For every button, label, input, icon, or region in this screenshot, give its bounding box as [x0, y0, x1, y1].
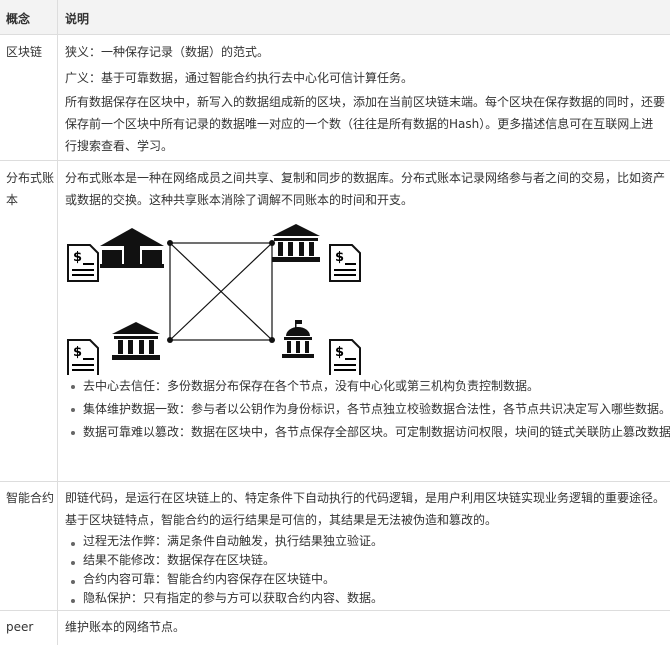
ledger-description: 分布式账本是一种在网络成员之间共享、复制和同步的数据库。分布式账本记录网络参与者… [65, 171, 666, 207]
list-item: 集体维护数据一致：参与者以公钥作为身份标识，各节点独立校验数据合法性，各节点共识… [71, 398, 670, 421]
document-dollar-icon: $ [329, 244, 361, 282]
term-blockchain: 区块链 [6, 45, 43, 59]
header-concept: 概念 [6, 12, 31, 26]
list-item: 数据可靠难以篡改：数据在区块中，各节点保存全部区块。可定制数据访问权限，块间的链… [71, 421, 670, 444]
government-building-icon [282, 320, 314, 358]
network-lines [169, 242, 273, 341]
column-divider [57, 0, 58, 645]
row-divider [0, 160, 670, 161]
document-dollar-icon: $ [67, 244, 99, 282]
row-divider [0, 610, 670, 611]
list-item: 过程无法作弊：满足条件自动触发，执行结果独立验证。 [71, 532, 670, 551]
row-divider [0, 481, 670, 482]
blockchain-detail: 所有数据保存在区块中，新写入的数据组成新的区块，添加在当前区块链末端。每个区块在… [65, 95, 666, 153]
term-smart-contract: 智能合约 [6, 491, 55, 505]
bank-icon [272, 224, 320, 262]
blockchain-narrow: 狭义：一种保存记录（数据）的范式。 [65, 45, 270, 59]
bank-icon [112, 322, 160, 360]
document-dollar-icon: $ [67, 339, 99, 375]
svg-text:$: $ [335, 345, 344, 360]
peer-description: 维护账本的网络节点。 [65, 620, 186, 634]
network-nodes [167, 240, 275, 343]
contract-features-list: 过程无法作弊：满足条件自动触发，执行结果独立验证。 结果不能修改：数据保存在区块… [65, 532, 670, 608]
document-dollar-icon: $ [329, 339, 361, 375]
term-peer: peer [6, 620, 34, 634]
header-description: 说明 [65, 12, 90, 26]
list-item: 去中心去信任：多份数据分布保存在各个节点，没有中心化或第三机构负责控制数据。 [71, 375, 670, 398]
blockchain-broad: 广义：基于可靠数据，通过智能合约执行去中心化可信计算任务。 [65, 71, 414, 85]
distributed-network-diagram: $ $ $ $ [67, 224, 361, 375]
term-distributed-ledger: 分布式账本 [6, 171, 55, 207]
list-item: 隐私保护：只有指定的参与方可以获取合约内容、数据。 [71, 589, 670, 608]
contract-description: 即链代码，是运行在区块链上的、特定条件下自动执行的代码逻辑，是用户利用区块链实现… [65, 491, 666, 527]
list-item: 合约内容可靠：智能合约内容保存在区块链中。 [71, 570, 670, 589]
ledger-features-list: 去中心去信任：多份数据分布保存在各个节点，没有中心化或第三机构负责控制数据。 集… [65, 375, 670, 444]
svg-text:$: $ [73, 345, 82, 360]
svg-text:$: $ [73, 250, 82, 265]
table-header: 概念 说明 [0, 0, 670, 35]
svg-text:$: $ [335, 250, 344, 265]
school-building-icon [100, 228, 164, 268]
list-item: 结果不能修改：数据保存在区块链。 [71, 551, 670, 570]
